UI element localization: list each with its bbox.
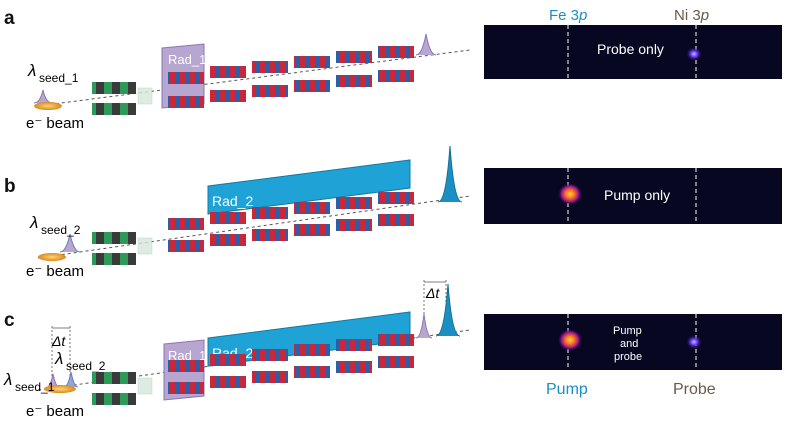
detector-panel-c: Pump and probe [484,314,782,370]
electron-bunch [38,253,66,261]
output-pulse-probe [415,313,433,339]
undulator-array [168,192,414,252]
delay-label: Δt [425,285,440,301]
detector-panel-a: Probe only [484,25,782,79]
undulator-array [168,46,414,108]
seed-label: λ [27,61,36,80]
output-pulse-pump [435,283,461,337]
detector-caption-line2: and [620,338,638,350]
pump-label: Pump [546,381,588,398]
undulator-array [168,334,414,394]
seed2-label: λ [54,349,63,368]
electron-bunch [34,102,62,110]
panel-c: c Δt λ seed_1 λ seed_2 e⁻ beam Rad_1 [3,280,471,420]
modulator [92,82,153,115]
detector-caption: Pump only [604,187,670,203]
beam-axis [37,49,471,107]
seed-pulse [38,233,81,261]
modulator [92,232,153,265]
detector-caption-line1: Pump [613,325,642,337]
detector-panel-b: Pump only [484,168,782,224]
seed-label: λ [29,213,38,232]
output-pulse [437,145,463,203]
modulator [92,372,153,405]
delay-label: Δt [51,333,66,349]
seed1-label: λ [3,370,12,389]
panel-letter-b: b [4,176,16,197]
panel-b: b λ seed_2 e⁻ beam Rad_2 [4,145,471,280]
panel-a: a λ seed_1 e⁻ beam Rad_1 [4,8,471,132]
electron-bunch [44,385,76,393]
pump-signal [558,329,582,351]
seed1-label-sub: seed_1 [15,380,55,394]
probe-signal [686,47,702,61]
beam-label: e⁻ beam [26,115,84,132]
beam-label: e⁻ beam [26,263,84,280]
seed2-label-sub: seed_2 [66,359,106,373]
probe-label: Probe [673,381,716,398]
beam-label: e⁻ beam [26,403,84,420]
radiator-label: Rad_1 [168,348,206,363]
probe-signal [686,335,702,349]
pump-signal [558,183,582,205]
seed-label-sub: seed_1 [39,71,79,85]
output-pulse [415,33,437,56]
panel-letter-a: a [4,8,15,29]
panel-letter-c: c [4,310,15,331]
seed-pulse [33,89,62,110]
radiator-label: Rad_2 [212,193,253,209]
seed-pulses [44,371,79,393]
detector-caption-line3: probe [614,351,642,363]
radiator-rad2: Rad_2 [207,159,411,215]
ni-edge-label: Ni 3p [674,7,709,24]
detector-caption: Probe only [597,41,664,57]
beam-axis [37,195,471,259]
seed-label-sub: seed_2 [41,223,81,237]
fe-edge-label: Fe 3p [549,7,587,24]
radiator-label: Rad_1 [168,52,206,67]
